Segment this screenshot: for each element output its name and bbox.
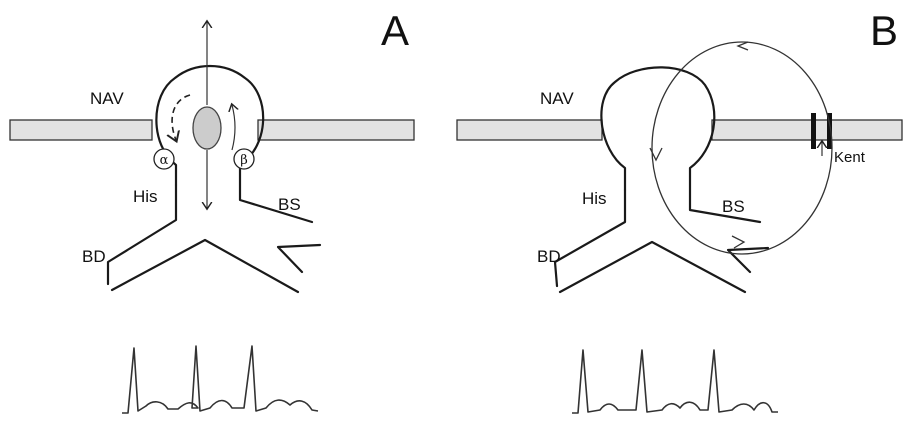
right-bundle-stub-a [278,245,320,272]
bs-label-b: BS [722,197,745,216]
bd-label-a: BD [82,247,106,266]
his-label-a: His [133,187,158,206]
his-label-b: His [582,189,607,208]
alpha-label: α [160,153,169,168]
panel-a-letter: A [381,7,409,54]
bs-label-a: BS [278,195,301,214]
ecg-trace-b [572,350,778,413]
nav-label-b: NAV [540,89,574,108]
kent-mark-left [811,113,816,149]
kent-label: Kent [834,149,866,166]
bd-label-b: BD [537,247,561,266]
panel-b-letter: B [870,7,898,54]
reentry-circuit-b [652,42,832,254]
beta-label: β [240,153,248,168]
circuit-arrow-bottom [732,236,744,248]
dashed-loop-a [172,95,190,140]
panel-a: A α β NAV His BS BD [10,7,414,413]
ecg-trace-a [122,346,318,413]
solid-loop-a [232,105,235,150]
panel-b: B NAV His BS BD Kent [457,7,902,413]
nav-label-a: NAV [90,89,124,108]
ellipse-core-a [193,107,221,149]
av-plane-left-a [10,120,152,140]
bifurcation-a [112,240,298,292]
av-plane-left-b [457,120,602,140]
av-plane-right-a [258,120,414,140]
av-plane-right-b [712,120,902,140]
circuit-arrow-top [738,42,748,50]
